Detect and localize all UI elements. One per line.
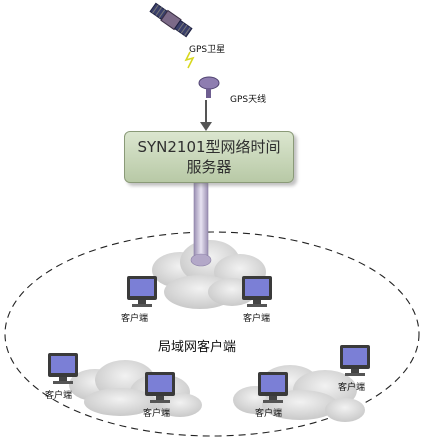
server-title-line1: SYN2101型网络时间 bbox=[137, 138, 281, 156]
time-server-box: SYN2101型网络时间 服务器 bbox=[124, 131, 294, 183]
antenna-label: GPS天线 bbox=[230, 95, 267, 105]
client-label: 客户端 bbox=[243, 314, 271, 324]
client-label: 客户端 bbox=[338, 383, 366, 393]
satellite-label: GPS卫星 bbox=[189, 45, 226, 55]
client-label: 客户端 bbox=[143, 409, 171, 419]
lan-label: 局域网客户端 bbox=[158, 340, 237, 355]
client-label: 客户端 bbox=[255, 409, 283, 419]
cloud-left bbox=[69, 360, 202, 417]
computer-monitor-icon bbox=[127, 276, 157, 307]
satellite-icon bbox=[149, 2, 193, 38]
computer-monitor-icon bbox=[340, 345, 370, 376]
signal-bolt-icon bbox=[184, 51, 195, 69]
server-link-pipe bbox=[190, 182, 212, 267]
antenna-icon bbox=[198, 76, 220, 98]
client-label: 客户端 bbox=[121, 314, 149, 324]
computer-monitor-icon bbox=[242, 276, 272, 307]
computer-monitor-icon bbox=[48, 353, 78, 384]
client-label: 客户端 bbox=[45, 391, 73, 401]
computer-monitor-icon bbox=[145, 372, 175, 403]
server-title-line2: 服务器 bbox=[186, 158, 232, 176]
antenna-to-server-arrow bbox=[200, 100, 212, 131]
computer-monitor-icon bbox=[258, 372, 288, 403]
lan-boundary bbox=[4, 231, 420, 437]
